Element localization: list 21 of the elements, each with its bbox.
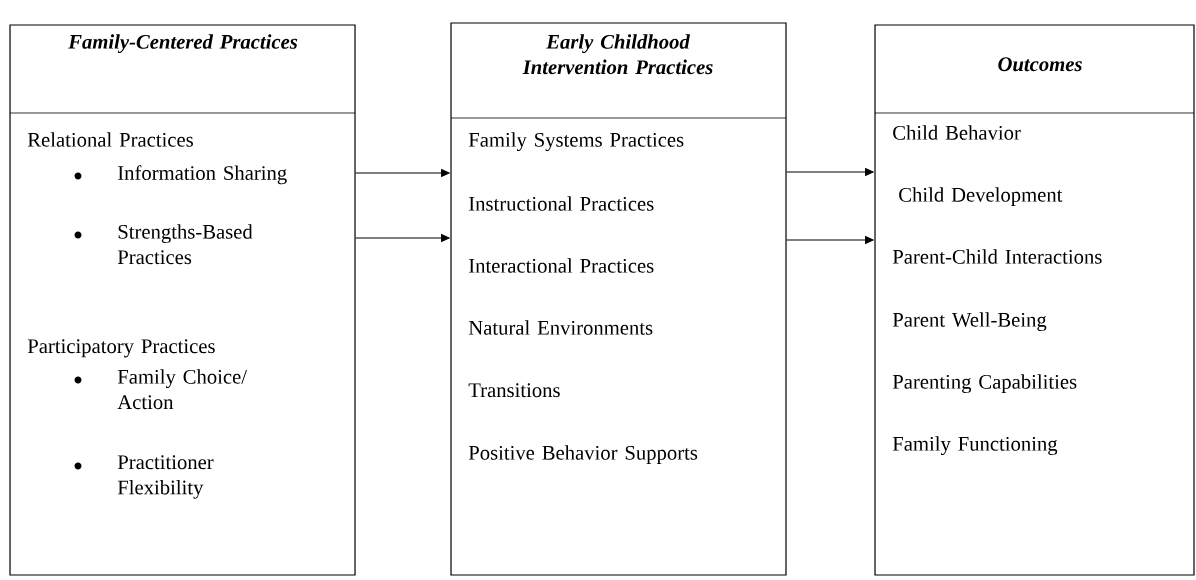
list-item: Child Development bbox=[899, 187, 1063, 206]
list-item: Parenting Capabilities bbox=[892, 374, 1077, 394]
list-item: Instructional Practices bbox=[469, 196, 654, 211]
list-item: Parent Well-Being bbox=[892, 312, 1047, 332]
list-item: Family Choice/ Action bbox=[117, 369, 247, 410]
list-item: Practitioner Flexibility bbox=[117, 455, 214, 499]
box-heading: Outcomes bbox=[998, 57, 1082, 72]
list-item: Positive Behavior Supports bbox=[468, 445, 698, 464]
list-item: Relational Practices bbox=[27, 132, 193, 147]
list-item: Strengths-Based Practices bbox=[117, 224, 253, 265]
list-item: Child Behavior bbox=[893, 125, 1021, 140]
list-item: Information Sharing bbox=[118, 165, 287, 185]
list-item: Interactional Practices bbox=[469, 258, 654, 273]
list-item: Parent-Child Interactions bbox=[892, 249, 1102, 264]
list-item: Natural Environments bbox=[468, 320, 653, 335]
box-heading: Family-Centered Practices bbox=[68, 34, 298, 54]
list-item: Family Functioning bbox=[892, 436, 1058, 456]
box-heading: Early Childhood Intervention Practices bbox=[522, 34, 713, 75]
list-item: Family Systems Practices bbox=[468, 132, 684, 152]
list-item: Participatory Practices bbox=[27, 339, 215, 358]
list-item: Transitions bbox=[468, 383, 560, 398]
